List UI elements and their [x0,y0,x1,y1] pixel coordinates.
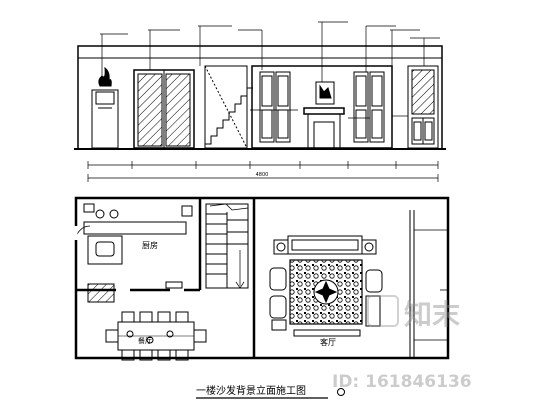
watermark: 知末 ID: 161846136 [332,295,472,392]
room-label-kitchen: 厨房 [142,240,158,250]
watermark-id: ID: 161846136 [332,372,472,392]
room-label-dining: 餐厅 [138,336,152,345]
watermark-logo-icon [367,295,399,327]
elevation-overall-dimension: 4800 [256,172,269,178]
watermark-logo-text: 知末 [404,298,460,331]
plan-outer-wall [74,196,450,360]
kitchen-counters [83,203,193,303]
sofa-background-wall [251,65,393,149]
dining-table [105,311,207,361]
right-display-cabinet [407,65,439,149]
living-sofa-set [269,235,383,337]
dimension-lines [87,161,439,182]
door-openings [74,225,448,341]
annotation-leaders [100,21,440,119]
room-label-living: 客厅 [320,337,336,347]
glass-double-door [133,69,195,149]
staircase-plan [205,203,249,289]
drawing-title: 一楼沙发背景立面施工图 [196,384,306,397]
title-marker-icon [337,388,345,396]
elevation-view [74,21,446,182]
floor-plan [74,196,450,361]
staircase-elevation [204,65,253,149]
cabinet-with-plant [91,66,119,149]
